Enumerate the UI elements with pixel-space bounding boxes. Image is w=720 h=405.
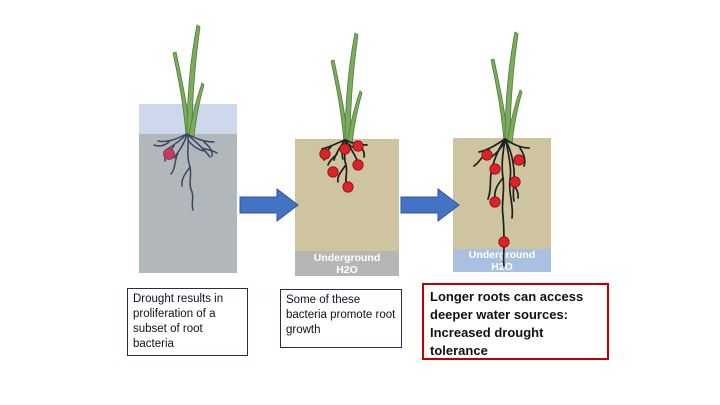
panel3-water-label-line2: H2O (491, 260, 513, 273)
caption-box-drought: Drought results in proliferation of a su… (127, 288, 248, 356)
arrow-right-icon (239, 187, 299, 223)
panel2-soil-block (295, 139, 399, 251)
panel2-underground-water-strip: Underground H2O (295, 251, 399, 276)
panel3-soil-block (453, 138, 551, 249)
panel1-surface-water-strip (139, 104, 237, 134)
caption-box-tolerance: Longer roots can access deeper water sou… (422, 283, 609, 360)
plant3-grass-icon (490, 31, 523, 144)
panel1-dry-soil-block (139, 134, 237, 273)
caption-box-bacteria: Some of these bacteria promote root grow… (280, 289, 402, 348)
panel3-underground-water-strip: Underground H2O (453, 248, 551, 273)
panel3-water-label-line1: Underground (468, 248, 536, 261)
plant2-grass-icon (330, 32, 363, 145)
panel2-water-label-line1: Underground (313, 251, 381, 264)
panel2-water-label-line2: H2O (336, 263, 358, 276)
arrow-right-icon (400, 187, 460, 223)
